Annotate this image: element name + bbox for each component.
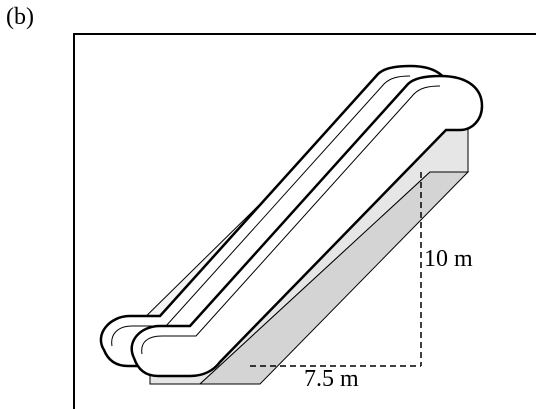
width-label: 7.5 m (304, 366, 359, 392)
panel-label: (b) (6, 4, 34, 30)
truss-side-shade (198, 171, 470, 385)
near-handrail-inner (141, 85, 441, 355)
height-label: 10 m (424, 246, 473, 272)
figure-frame (73, 33, 536, 409)
near-handrail (130, 74, 484, 378)
